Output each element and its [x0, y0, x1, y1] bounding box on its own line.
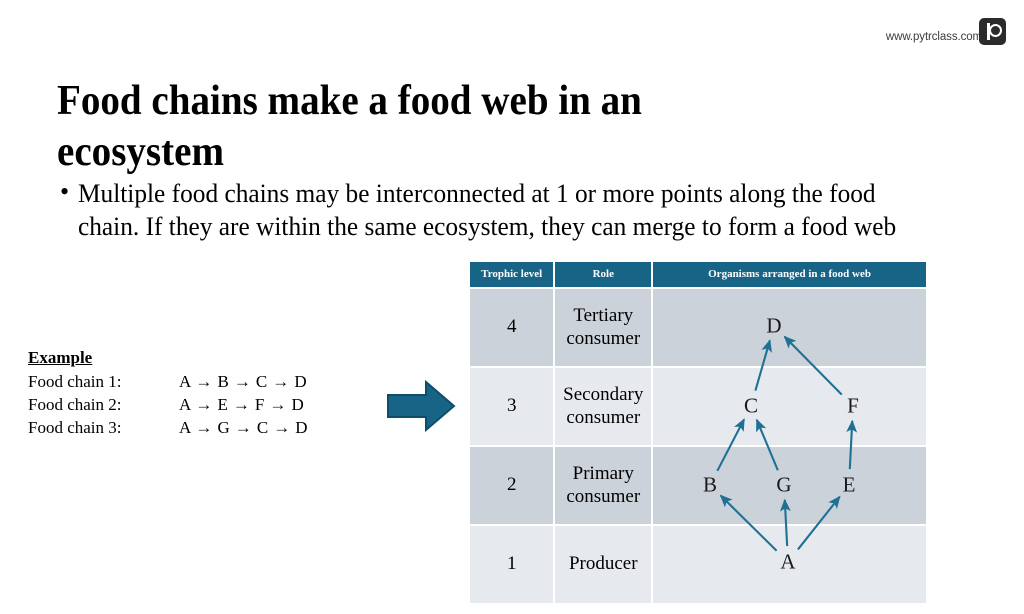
column-header-role: Role [555, 262, 652, 288]
food-web-node-C[interactable]: C [743, 393, 759, 418]
table-row: 3 Secondary consumer [470, 368, 926, 446]
cell-role-tertiary: Tertiary consumer [555, 289, 652, 367]
food-web-node-G[interactable]: G [776, 472, 792, 497]
website-url-label: www.pytrclass.com [885, 30, 982, 43]
cell-web-row4 [653, 289, 926, 367]
food-chain-row: Food chain 1: A → B → C → D [28, 371, 308, 394]
food-web-node-E[interactable]: E [842, 472, 856, 497]
trophic-level-table: Trophic level Role Organisms arranged in… [468, 260, 928, 606]
food-chain-2-sequence: A → E → F → D [179, 394, 305, 414]
food-chain-row: Food chain 3: A → G → C → D [28, 417, 308, 440]
pytrclass-logo-icon [979, 18, 1006, 45]
food-web-node-A[interactable]: A [780, 549, 796, 574]
bullet-body-text: Multiple food chains may be interconnect… [78, 179, 897, 242]
cell-web-row1 [653, 526, 926, 604]
food-chain-3-label: Food chain 3: [28, 417, 122, 437]
bullet-item: • Multiple food chains may be interconne… [60, 177, 960, 244]
food-chain-1-label: Food chain 1: [28, 371, 122, 391]
cell-role-secondary: Secondary consumer [555, 368, 652, 446]
bullet-marker-icon: • [60, 177, 70, 206]
cell-trophic-level-1: 1 [470, 526, 554, 604]
branding: www.pytrclass.com [885, 18, 1006, 45]
example-section: Example Food chain 1: A → B → C → D Food… [28, 347, 308, 440]
food-chain-row: Food chain 2: A → E → F → D [28, 394, 308, 417]
food-chain-1-sequence: A → B → C → D [179, 371, 307, 391]
table-row: 4 Tertiary consumer [470, 289, 926, 367]
column-header-trophic-level: Trophic level [470, 262, 554, 288]
food-web-node-F[interactable]: F [847, 393, 859, 418]
food-chain-2-label: Food chain 2: [28, 394, 122, 414]
food-chain-3-sequence: A → G → C → D [179, 417, 308, 437]
cell-trophic-level-3: 3 [470, 368, 554, 446]
column-header-organisms: Organisms arranged in a food web [653, 262, 926, 288]
example-heading: Example [28, 348, 93, 367]
cell-trophic-level-2: 2 [470, 447, 554, 525]
table-row: 2 Primary consumer [470, 447, 926, 525]
food-web-node-B[interactable]: B [702, 472, 718, 497]
slide-title: Food chains make a food web in an ecosys… [57, 78, 642, 176]
table-header-row: Trophic level Role Organisms arranged in… [470, 262, 926, 288]
food-web-node-D[interactable]: D [766, 313, 782, 338]
cell-web-row3 [653, 368, 926, 446]
cell-trophic-level-4: 4 [470, 289, 554, 367]
right-arrow-graphic [387, 379, 456, 433]
table-row: 1 Producer [470, 526, 926, 604]
cell-role-primary: Primary consumer [555, 447, 652, 525]
cell-role-producer: Producer [555, 526, 652, 604]
